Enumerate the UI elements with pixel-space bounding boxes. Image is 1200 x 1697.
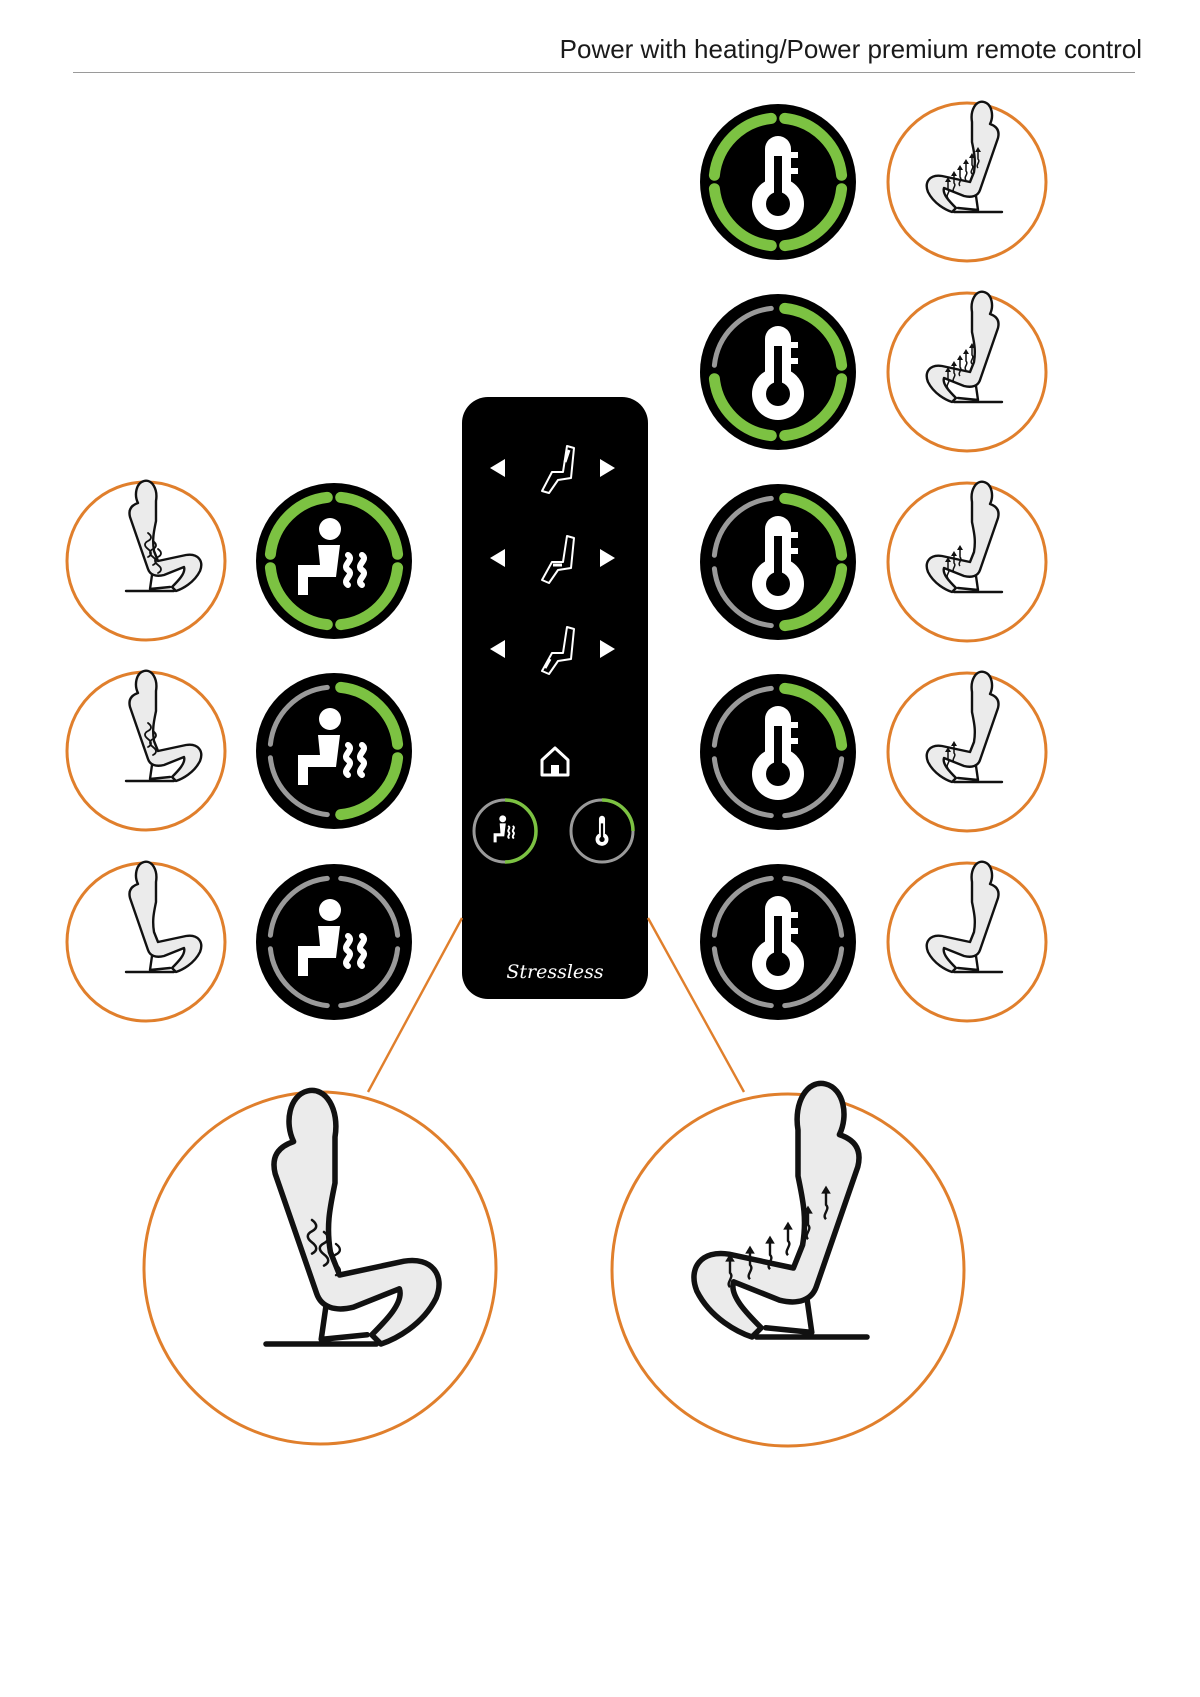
level-segment-active — [335, 752, 404, 821]
level-segment-inactive — [711, 685, 774, 748]
leg-adjust-row[interactable] — [490, 626, 615, 675]
level-segment-active — [335, 562, 404, 631]
massage-level-row — [65, 669, 412, 832]
level-segment-inactive — [267, 946, 330, 1009]
heat-level-row — [700, 290, 1048, 453]
level-segment-active — [335, 681, 404, 750]
level-segment-active — [779, 302, 848, 371]
level-segment-inactive — [711, 305, 774, 368]
level-segment-active — [335, 491, 404, 560]
massage-level-button — [256, 864, 412, 1020]
chair-leg-icon — [541, 626, 575, 675]
arrow-right-icon[interactable] — [600, 549, 615, 567]
level-segment-active — [779, 563, 848, 632]
level-segment-active — [708, 112, 777, 181]
level-segment-active — [779, 492, 848, 561]
heat-level-row — [700, 670, 1048, 833]
massage-level-row — [65, 479, 412, 642]
level-segment-inactive — [267, 684, 330, 747]
level-segment-inactive — [711, 566, 774, 629]
level-segment-inactive — [267, 875, 330, 938]
level-segment-inactive — [782, 756, 845, 819]
remote-control: Stressless — [462, 397, 648, 999]
back-adjust-row[interactable] — [490, 445, 615, 494]
heat-button[interactable] — [569, 798, 635, 864]
massage-detail-circle — [142, 1090, 498, 1446]
arrow-left-icon[interactable] — [490, 549, 505, 567]
connector-line-right — [646, 917, 746, 1093]
heat-level-row — [700, 100, 1048, 263]
heat-level-button — [700, 864, 856, 1020]
thermometer-icon — [752, 516, 804, 610]
massage-icon — [298, 899, 367, 976]
massage-icon — [298, 708, 367, 785]
heat-level-button — [700, 674, 856, 830]
level-segment-active — [779, 112, 848, 181]
level-segment-inactive — [711, 875, 774, 938]
heat-level-row — [700, 480, 1048, 643]
heat-level-button — [700, 294, 856, 450]
level-segment-inactive — [338, 875, 401, 938]
arrow-left-icon[interactable] — [490, 459, 505, 477]
thermometer-icon — [595, 815, 609, 846]
massage-level-button — [256, 673, 412, 829]
brand-logo: Stressless — [506, 961, 604, 983]
home-icon[interactable] — [540, 746, 570, 777]
thermometer-icon — [752, 706, 804, 800]
level-segment-inactive — [338, 946, 401, 1009]
level-segment-inactive — [782, 946, 845, 1009]
level-segment-inactive — [711, 495, 774, 558]
heat-level-button — [700, 104, 856, 260]
massage-level-button — [256, 483, 412, 639]
arrow-right-icon[interactable] — [600, 640, 615, 658]
massage-icon — [493, 815, 515, 843]
page-title: Power with heating/Power premium remote … — [559, 34, 1142, 64]
level-segment-inactive — [711, 946, 774, 1009]
arrow-left-icon[interactable] — [490, 640, 505, 658]
level-segment-inactive — [711, 756, 774, 819]
level-segment-inactive — [267, 755, 330, 818]
level-segment-active — [708, 183, 777, 252]
level-segment-active — [779, 183, 848, 252]
arrow-right-icon[interactable] — [600, 459, 615, 477]
massage-icon — [298, 518, 367, 595]
thermometer-icon — [752, 136, 804, 230]
heat-level-row — [700, 860, 1048, 1023]
chair-back-icon — [541, 445, 575, 494]
massage-levels — [65, 479, 412, 1023]
level-segment-active — [264, 562, 333, 631]
level-segment-active — [708, 373, 777, 442]
level-segment-active — [264, 491, 333, 560]
level-segment-inactive — [782, 875, 845, 938]
chair-seat-icon — [541, 535, 575, 584]
level-segment-active — [779, 682, 848, 751]
connector-line-left — [366, 917, 464, 1093]
heat-level-button — [700, 484, 856, 640]
thermometer-icon — [752, 896, 804, 990]
massage-level-row — [65, 860, 412, 1023]
massage-button[interactable] — [472, 798, 538, 864]
seat-adjust-row[interactable] — [490, 535, 615, 584]
header-divider — [73, 72, 1135, 73]
heat-detail-circle — [610, 1083, 966, 1448]
heat-levels — [700, 100, 1048, 1023]
level-segment-active — [779, 373, 848, 442]
thermometer-icon — [752, 326, 804, 420]
